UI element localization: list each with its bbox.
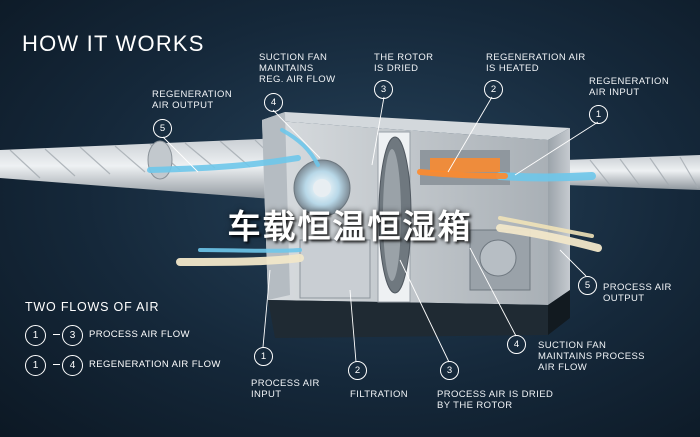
- step-badge-regeneration-output: 5: [153, 119, 172, 138]
- label-process-input: PROCESS AIR INPUT: [251, 378, 320, 400]
- legend-dash: [53, 364, 60, 365]
- legend-badge-from: 1: [25, 355, 46, 376]
- label-filtration: FILTRATION: [350, 389, 409, 400]
- step-badge-filtration: 2: [348, 361, 367, 380]
- label-rotor-dried: THE ROTOR IS DRIED: [374, 52, 434, 74]
- label-process-dried: PROCESS AIR IS DRIED BY THE ROTOR: [437, 389, 554, 411]
- legend-badge-to: 4: [62, 355, 83, 376]
- step-badge-rotor-dried: 3: [374, 80, 393, 99]
- legend-dash: [53, 334, 60, 335]
- left-duct: [0, 138, 285, 200]
- step-badge-regeneration-input: 1: [589, 105, 608, 124]
- step-badge-process-output: 5: [578, 276, 597, 295]
- label-suction-fan-process: SUCTION FAN MAINTAINS PROCESS AIR FLOW: [538, 340, 645, 373]
- process-air-flow: [176, 216, 602, 266]
- page-title: HOW IT WORKS: [22, 31, 205, 56]
- legend-label-regeneration: REGENERATION AIR FLOW: [89, 359, 221, 370]
- overlay-caption: 车载恒温恒湿箱: [227, 207, 473, 246]
- legend-badge-to: 3: [62, 325, 83, 346]
- regeneration-air-flow: [147, 128, 596, 182]
- step-badge-regeneration-heated: 2: [484, 80, 503, 99]
- step-badge-process-dried: 3: [440, 361, 459, 380]
- legend-badge-from: 1: [25, 325, 46, 346]
- label-suction-fan-regeneration: SUCTION FAN MAINTAINS REG. AIR FLOW: [259, 52, 336, 85]
- label-regeneration-output: REGENERATION AIR OUTPUT: [152, 89, 233, 111]
- step-badge-suction-fan-regeneration: 4: [264, 93, 283, 112]
- leader-lines: [162, 96, 599, 363]
- legend-label-process: PROCESS AIR FLOW: [89, 329, 190, 340]
- label-regeneration-input: REGENERATION AIR INPUT: [589, 76, 670, 98]
- label-regeneration-heated: REGENERATION AIR IS HEATED: [486, 52, 586, 74]
- step-badge-suction-fan-process: 4: [507, 335, 526, 354]
- step-badge-process-input: 1: [254, 347, 273, 366]
- legend-title: TWO FLOWS OF AIR: [25, 300, 160, 314]
- right-duct: [565, 155, 700, 190]
- label-process-output: PROCESS AIR OUTPUT: [603, 282, 672, 304]
